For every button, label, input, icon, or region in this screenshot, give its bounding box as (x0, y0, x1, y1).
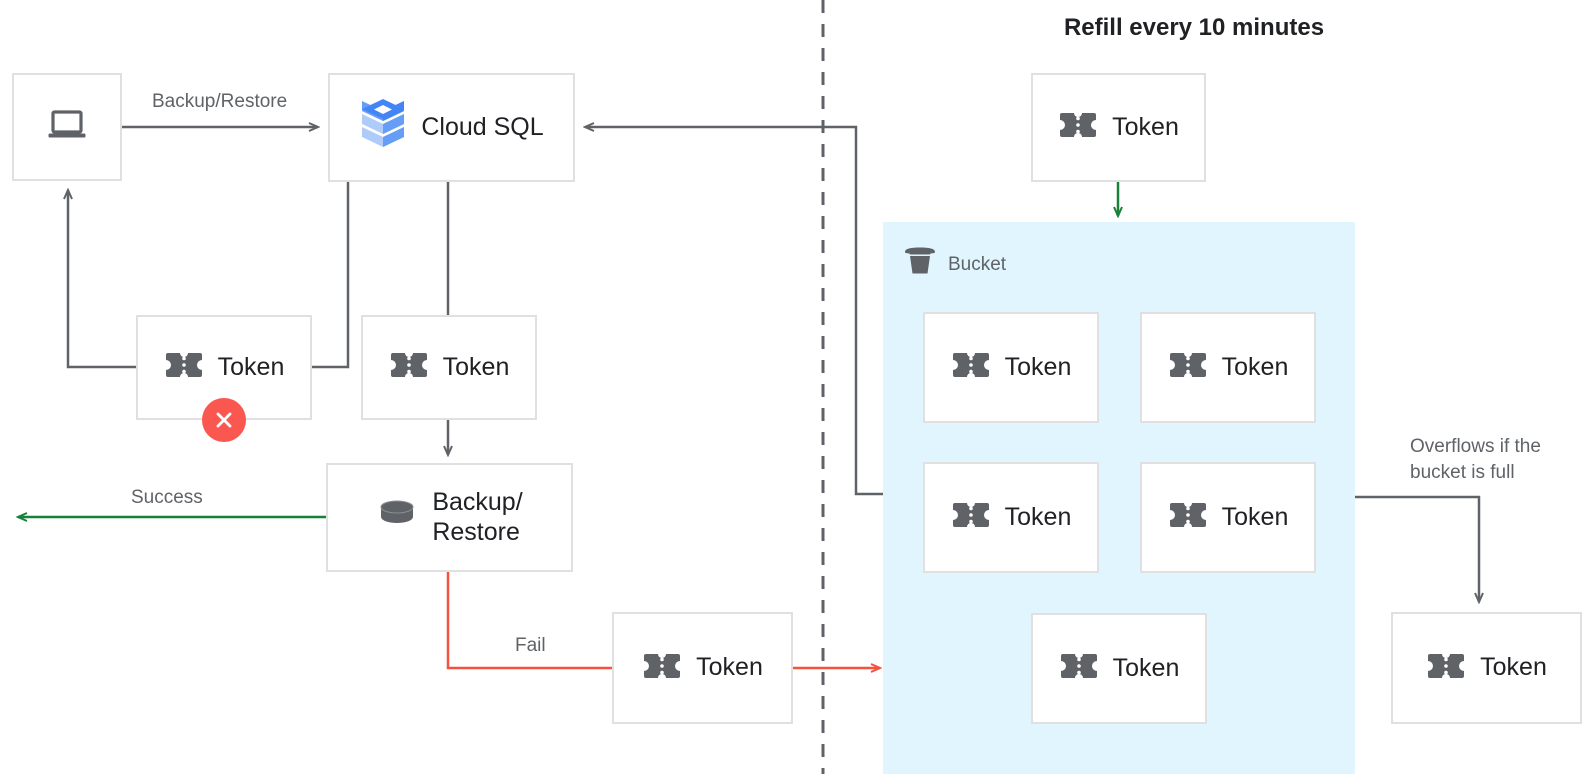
node-backup-restore-label: Backup/ Restore (432, 488, 523, 546)
bucket-token-3[interactable]: Token (923, 462, 1099, 573)
node-token-mid[interactable]: Token (361, 315, 537, 420)
bucket-token-1[interactable]: Token (923, 312, 1099, 423)
edge-bucket-to-cloudsql (585, 127, 883, 496)
edge-label-backup-restore: Backup/Restore (152, 91, 288, 112)
node-token-fail[interactable]: Token (612, 612, 793, 724)
token-icon (1168, 498, 1208, 537)
bucket-token-5[interactable]: Token (1031, 613, 1207, 724)
node-token-refill-label: Token (1112, 112, 1179, 141)
bucket-token-1-label: Token (1004, 352, 1072, 381)
bucket-token-3-label: Token (1004, 502, 1072, 531)
page-title: Refill every 10 minutes (1063, 14, 1325, 41)
node-client[interactable] (12, 73, 122, 181)
bucket-token-4[interactable]: Token (1140, 462, 1316, 573)
bucket-header: Bucket (903, 247, 1006, 282)
edge-label-fail: Fail (515, 635, 546, 656)
edge-label-success: Success (131, 487, 203, 508)
laptop-icon (47, 108, 87, 147)
node-token-overflow-label: Token (1480, 653, 1547, 682)
token-icon (164, 348, 204, 387)
edge-overflow (1355, 495, 1479, 602)
close-icon (216, 412, 232, 428)
node-token-refill[interactable]: Token (1031, 73, 1206, 182)
edge-tokenleft-laptop (68, 190, 136, 369)
node-token-mid-label: Token (442, 352, 510, 381)
token-icon (951, 498, 991, 537)
bucket-label: Bucket (948, 253, 1007, 275)
token-icon (951, 348, 991, 387)
edge-cloudsql-tokenleft (312, 182, 350, 369)
bucket-icon (903, 247, 937, 282)
token-icon (1426, 649, 1466, 688)
bucket-token-4-label: Token (1221, 502, 1289, 531)
token-icon (1059, 649, 1099, 688)
node-token-fail-label: Token (696, 653, 763, 682)
token-icon (1168, 348, 1208, 387)
token-icon (389, 348, 429, 387)
node-cloud-sql[interactable]: Cloud SQL (328, 73, 575, 182)
database-icon (376, 498, 418, 537)
node-token-overflow[interactable]: Token (1391, 612, 1582, 724)
node-backup-restore[interactable]: Backup/ Restore (326, 463, 573, 572)
token-icon (1058, 108, 1098, 147)
token-icon (642, 649, 682, 688)
error-badge (202, 398, 246, 442)
cloud-sql-icon (359, 97, 407, 158)
bucket-token-5-label: Token (1112, 653, 1180, 682)
node-cloud-sql-label: Cloud SQL (421, 112, 544, 141)
node-token-left-label: Token (217, 352, 285, 381)
edge-label-overflow: Overflows if the bucket is full (1410, 436, 1541, 483)
bucket-token-2-label: Token (1221, 352, 1289, 381)
bucket-token-2[interactable]: Token (1140, 312, 1316, 423)
